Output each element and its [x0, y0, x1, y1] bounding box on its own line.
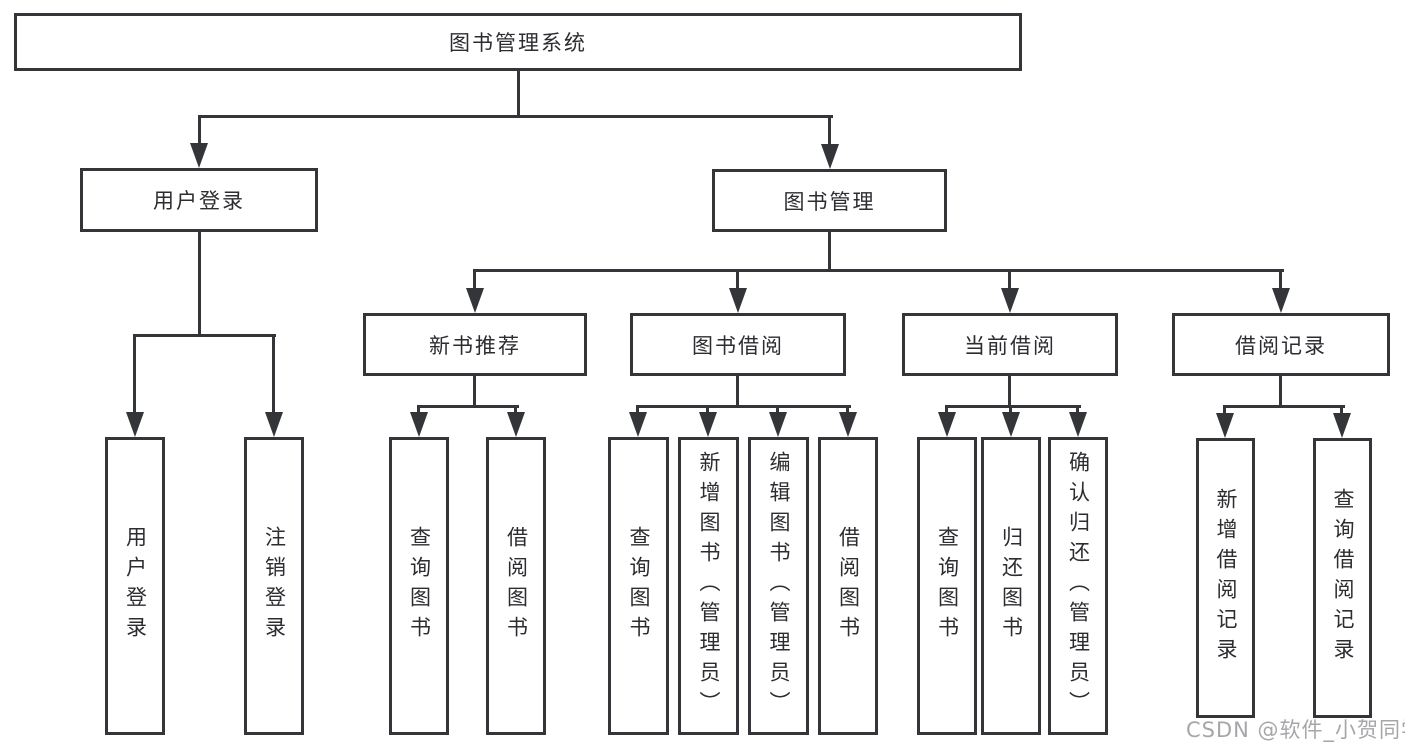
line: [945, 405, 948, 414]
node-root: 图书管理系统: [14, 13, 1022, 71]
line: [133, 334, 136, 414]
line: [828, 232, 831, 272]
arrowhead-icon: [1001, 288, 1019, 313]
arrowhead-icon: [265, 412, 283, 437]
line: [736, 269, 739, 290]
leaf-label: 新增借阅记录: [1214, 488, 1238, 668]
leaf-rec-query-books: 查询图书: [389, 437, 449, 735]
node-borrow-records: 借阅记录: [1172, 313, 1390, 376]
leaf-label: 用户登录: [123, 526, 148, 646]
arrowhead-icon: [126, 412, 144, 437]
arrowhead-icon: [938, 412, 956, 437]
watermark: CSDN @软件_小贺同学: [1186, 718, 1405, 742]
line: [473, 269, 1284, 272]
arrowhead-icon: [1272, 288, 1290, 313]
line: [417, 405, 519, 408]
line: [1223, 405, 1345, 408]
arrowhead-icon: [699, 412, 717, 437]
arrowhead-icon: [729, 288, 747, 313]
node-current-borrow: 当前借阅: [902, 313, 1118, 376]
line: [272, 334, 275, 414]
line: [636, 405, 851, 408]
leaf-label: 查询图书: [627, 526, 651, 646]
line: [846, 405, 849, 414]
leaf-rec-borrow-books: 借阅图书: [486, 437, 546, 735]
line: [417, 405, 420, 414]
leaf-borrow-edit-books-admin: 编辑图书（管理员）: [748, 437, 809, 735]
arrowhead-icon: [769, 412, 787, 437]
line: [636, 405, 639, 414]
arrowhead-icon: [821, 144, 839, 169]
leaf-records-add-record: 新增借阅记录: [1196, 438, 1255, 718]
line: [517, 70, 520, 117]
line: [198, 115, 201, 145]
line: [1008, 376, 1011, 407]
arrowhead-icon: [1002, 412, 1020, 437]
arrowhead-icon: [1069, 412, 1087, 437]
leaf-current-confirm-return-admin: 确认归还（管理员）: [1048, 437, 1108, 735]
leaf-borrow-borrow-books: 借阅图书: [818, 437, 878, 735]
line: [776, 405, 779, 414]
leaf-current-return-books: 归还图书: [981, 437, 1041, 735]
leaf-label: 注销登录: [262, 526, 287, 646]
arrowhead-icon: [190, 143, 208, 168]
line: [1008, 269, 1011, 290]
leaf-current-query-books: 查询图书: [917, 437, 977, 735]
node-user-login: 用户登录: [80, 168, 318, 232]
leaf-records-query-record: 查询借阅记录: [1313, 438, 1372, 718]
line: [736, 376, 739, 407]
line: [198, 232, 201, 336]
line: [1279, 269, 1282, 290]
arrowhead-icon: [1333, 413, 1351, 438]
leaf-borrow-query-books: 查询图书: [608, 437, 669, 735]
leaf-logout: 注销登录: [244, 437, 304, 735]
line: [706, 405, 709, 414]
leaf-label: 查询图书: [407, 526, 432, 646]
arrowhead-icon: [1216, 413, 1234, 438]
arrowhead-icon: [629, 412, 647, 437]
line: [1223, 405, 1226, 415]
line: [1279, 376, 1282, 407]
leaf-label: 查询图书: [935, 526, 960, 646]
line: [1076, 405, 1079, 414]
line: [828, 115, 831, 146]
leaf-label: 归还图书: [999, 526, 1024, 646]
line: [473, 269, 476, 290]
line: [1340, 405, 1343, 415]
line: [1009, 405, 1012, 414]
leaf-label: 借阅图书: [504, 526, 529, 646]
leaf-label: 借阅图书: [836, 526, 861, 646]
leaf-label: 编辑图书（管理员）: [767, 451, 791, 721]
leaf-label: 新增图书（管理员）: [697, 451, 721, 721]
node-new-book-rec: 新书推荐: [363, 313, 587, 376]
line: [945, 405, 1081, 408]
arrowhead-icon: [410, 412, 428, 437]
leaf-label: 确认归还（管理员）: [1066, 451, 1091, 721]
arrowhead-icon: [839, 412, 857, 437]
arrowhead-icon: [466, 288, 484, 313]
leaf-user-login: 用户登录: [105, 437, 165, 735]
node-book-mgmt: 图书管理: [712, 169, 947, 232]
leaf-label: 查询借阅记录: [1331, 488, 1355, 668]
arrowhead-icon: [507, 412, 525, 437]
leaf-borrow-add-books-admin: 新增图书（管理员）: [678, 437, 739, 735]
node-book-borrow: 图书借阅: [630, 313, 846, 376]
line: [514, 405, 517, 414]
line: [133, 334, 276, 337]
line: [473, 376, 476, 407]
line: [198, 115, 833, 118]
